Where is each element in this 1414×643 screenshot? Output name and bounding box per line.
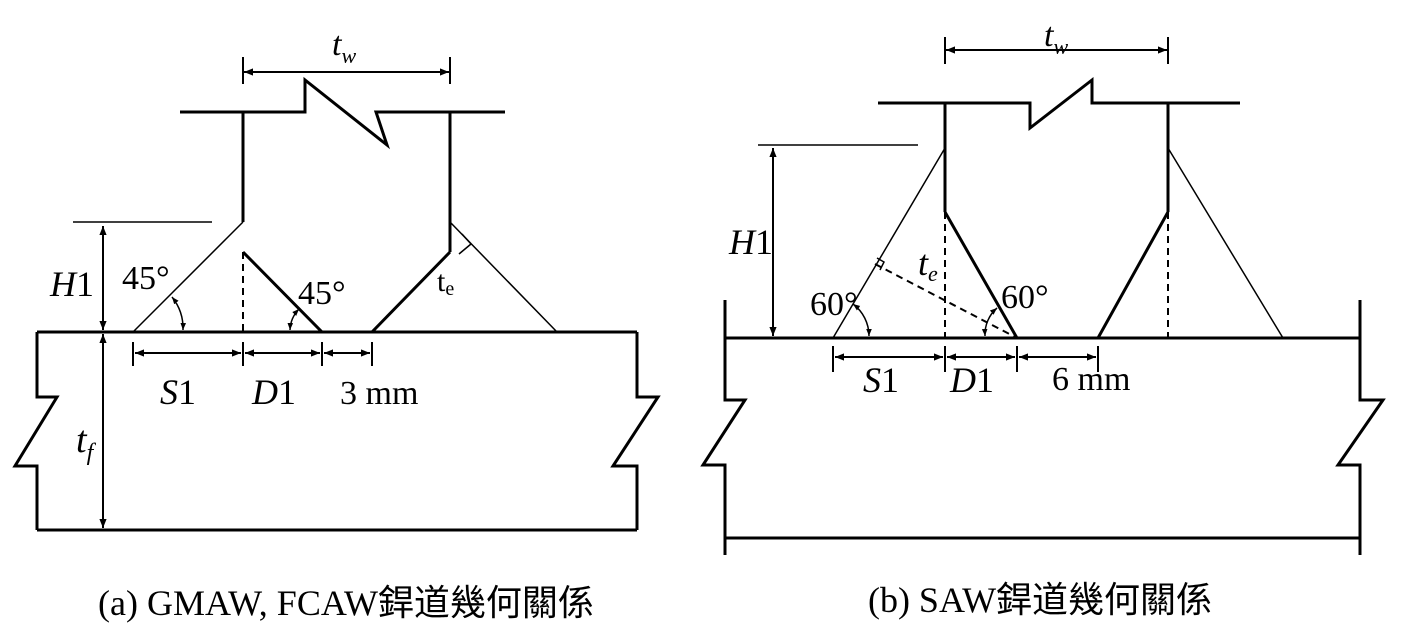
dimension-lines-a [99, 57, 451, 528]
label-tf-a: tf [76, 419, 97, 466]
label-te-b: te [918, 243, 938, 286]
label-s1-b: S1 [863, 360, 899, 400]
angle-arcs-b [852, 303, 998, 337]
label-angle-45-s1: 45° [122, 260, 170, 297]
label-tw-b: tw [1044, 17, 1068, 59]
label-h1-b: H1 [728, 222, 773, 262]
construction-lines-a [73, 221, 558, 333]
caption-b: (b) SAW銲道幾何關係 [868, 580, 1212, 620]
label-angle-60-s1: 60° [810, 286, 858, 323]
label-tw-a: tw [332, 26, 356, 68]
construction-lines-b [758, 144, 1284, 339]
caption-a: (a) GMAW, FCAW銲道幾何關係 [98, 583, 594, 623]
panel-b: tw H1 60° 60° te S1 D1 6 mm (b) SAW銲道幾何關… [700, 17, 1386, 620]
flange-plate-a [12, 330, 661, 532]
angle-arcs-a [171, 296, 300, 331]
dimension-lines-b [769, 37, 1169, 372]
label-angle-60-d1: 60° [1001, 279, 1049, 316]
label-gap-b: 6 mm [1052, 361, 1130, 398]
web-plate-b [878, 76, 1240, 340]
label-d1-a: D1 [251, 372, 296, 412]
web-plate-a [180, 76, 505, 334]
panel-a: tw H1 45° 45° te S1 D1 3 mm tf (a) GMAW,… [12, 26, 661, 623]
label-d1-b: D1 [949, 360, 994, 400]
label-gap-a: 3 mm [340, 375, 418, 412]
label-angle-45-d1: 45° [298, 275, 346, 312]
label-h1-a: H1 [49, 264, 94, 304]
label-te-a: te [437, 265, 454, 300]
label-s1-a: S1 [160, 372, 196, 412]
